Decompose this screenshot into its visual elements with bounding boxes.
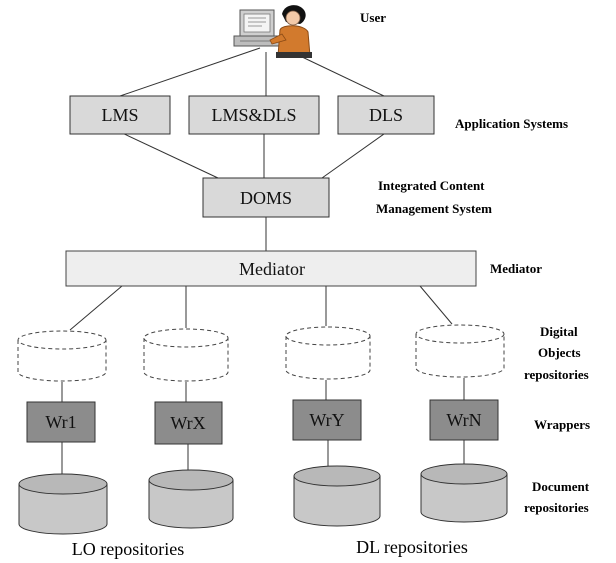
wrapper-wrn: WrN <box>429 399 499 441</box>
digital-objects-label-line3: repositories <box>524 367 589 382</box>
mediator-bar: Mediator <box>65 250 477 287</box>
connection-lines <box>61 47 465 474</box>
edge-dls-doms <box>321 133 385 179</box>
icms-label-line1: Integrated Content <box>378 178 485 193</box>
wr1-label: Wr1 <box>45 412 76 432</box>
digital-objects-label-line1: Digital <box>540 324 578 339</box>
do-repository-1 <box>17 330 107 382</box>
do-repository-3 <box>285 326 371 380</box>
application-system-box-lms: LMS <box>69 95 171 135</box>
user-label: User <box>360 10 386 25</box>
wrappers-label: Wrappers <box>534 417 590 432</box>
wry-label: WrY <box>309 410 344 430</box>
application-systems-label: Application Systems <box>455 116 568 131</box>
document-repository-1 <box>18 473 108 535</box>
lmsdls-label: LMS&DLS <box>211 105 296 125</box>
lms-label: LMS <box>101 105 138 125</box>
document-repository-2 <box>148 469 234 529</box>
doms-label: DOMS <box>240 188 292 208</box>
do-repository-4 <box>415 324 505 378</box>
application-system-box-lmsdls: LMS&DLS <box>188 95 320 135</box>
user-at-computer-icon <box>233 5 312 58</box>
edge-mediator-do4 <box>419 285 453 325</box>
digital-objects-label-line2: Objects <box>538 345 581 360</box>
wrx-label: WrX <box>170 413 205 433</box>
lo-repositories-label: LO repositories <box>72 539 184 559</box>
dl-repositories-label: DL repositories <box>356 537 468 557</box>
wrapper-wrx: WrX <box>154 401 223 445</box>
mediator-label: Mediator <box>490 261 542 276</box>
mediator-bar-label: Mediator <box>239 259 305 279</box>
wrapper-wry: WrY <box>292 399 362 441</box>
doms-box: DOMS <box>202 177 330 218</box>
wrn-label: WrN <box>446 410 481 430</box>
do-repository-2 <box>143 328 229 382</box>
document-repositories-label-line1: Document <box>532 479 590 494</box>
edge-mediator-do1 <box>69 285 123 331</box>
application-system-box-dls: DLS <box>337 95 435 135</box>
wrapper-wr1: Wr1 <box>26 401 96 443</box>
document-repositories-label-line2: repositories <box>524 500 589 515</box>
dls-label: DLS <box>369 105 403 125</box>
edge-user-lms <box>119 47 261 97</box>
edge-user-dls <box>299 55 385 97</box>
edge-lms-doms <box>119 131 219 179</box>
document-repository-3 <box>293 465 381 527</box>
document-repository-4 <box>420 463 508 523</box>
icms-label-line2: Management System <box>376 201 492 216</box>
